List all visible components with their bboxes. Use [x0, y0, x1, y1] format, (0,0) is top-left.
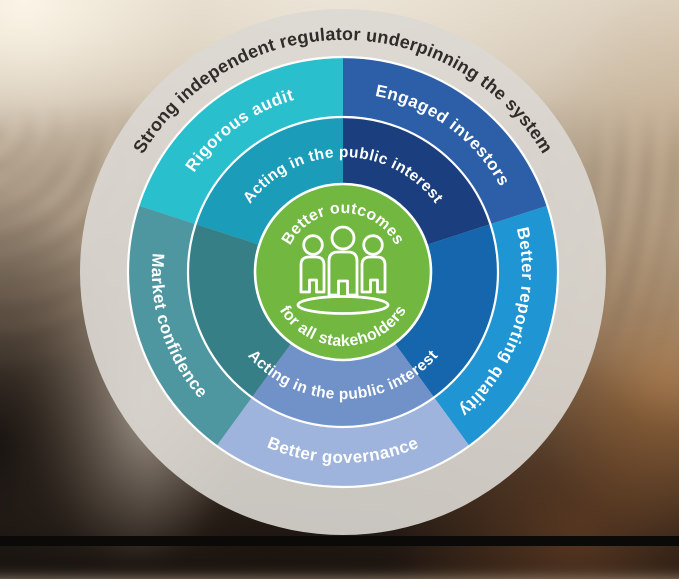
segment-better-reporting-quality [434, 205, 559, 446]
inner-segment-engaged-investors [343, 117, 491, 245]
segment-market-confidence [127, 205, 252, 446]
people-group-icon [296, 225, 390, 315]
regulation-wheel-diagram: Strong independent regulator underpinnin… [80, 9, 606, 535]
person-center-body-icon [327, 250, 359, 297]
segment-engaged-investors [343, 56, 548, 225]
segment-better-governance [216, 397, 470, 487]
ring-separator-outer [126, 55, 560, 489]
person-left-body-icon [299, 255, 326, 294]
person-center-head-icon [330, 225, 356, 251]
segment-rigorous-audit [138, 56, 343, 225]
inner-segment-better-reporting-quality [394, 224, 498, 398]
platform-ellipse-icon [296, 295, 390, 315]
inner-segment-rigorous-audit [195, 117, 343, 245]
inner-segment-market-confidence [188, 224, 292, 398]
center-circle [253, 182, 433, 362]
ring-separator-middle [186, 115, 500, 429]
person-right-head-icon [362, 234, 384, 256]
photo-bottom-edge [0, 536, 679, 546]
person-left-head-icon [302, 234, 324, 256]
person-right-body-icon [360, 255, 387, 294]
inner-segment-better-governance [251, 343, 435, 427]
